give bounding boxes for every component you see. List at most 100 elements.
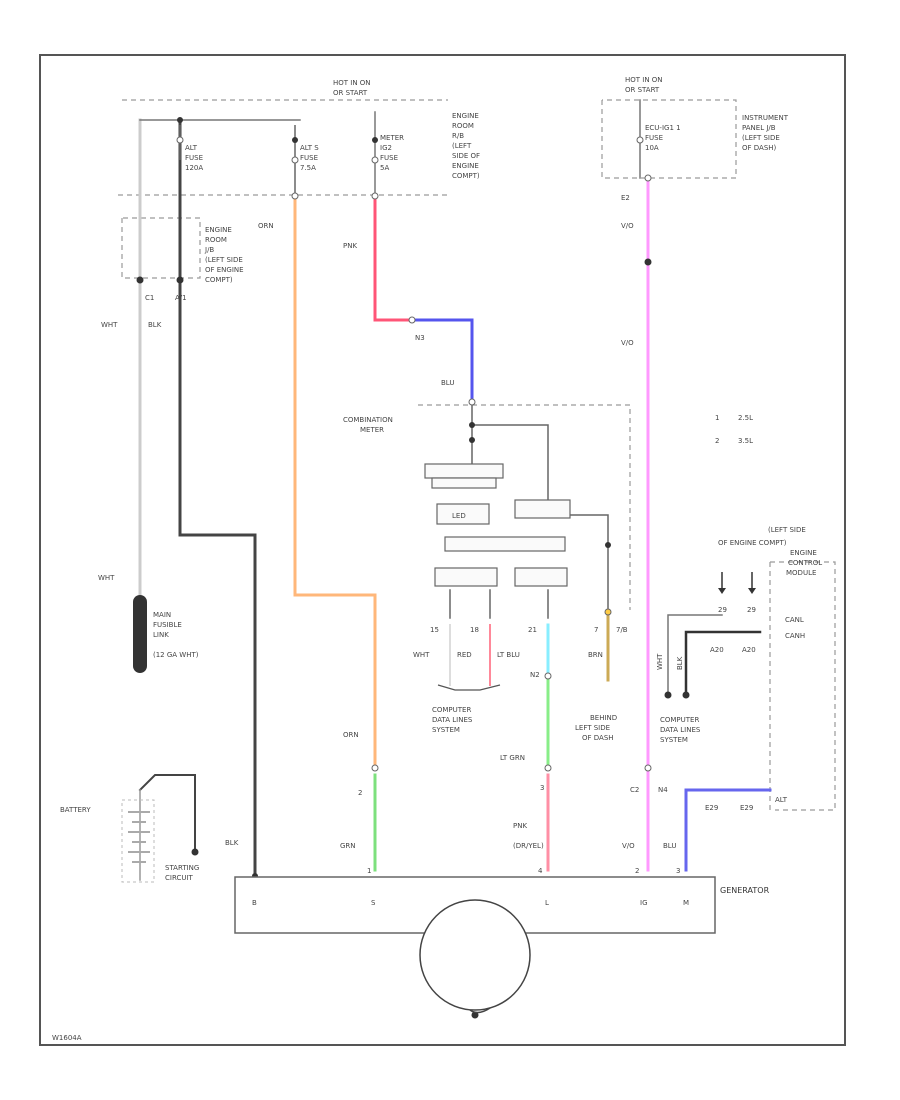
meter-fuse-l1: METER [380,134,404,142]
node-meter-2 [469,437,475,443]
wire-orn-bottom-label: ORN [343,731,359,739]
node-a1 [176,276,184,284]
node-c1 [136,276,144,284]
wire-vio-mid-label: V/O [621,339,634,347]
alts-fuse-l2: FUSE [300,154,318,162]
node-meter [372,137,378,143]
legend-1-text: 2.5L [738,414,753,422]
conn-meter-in [468,398,476,406]
conn-n3-label: N3 [415,334,425,342]
conn-brn [604,608,612,616]
meter-ic-top [424,463,504,479]
ecm-pin-29b: 29 [747,606,756,614]
wire-wht-data-label: WHT [413,651,430,659]
legend-2-text: 3.5L [738,437,753,445]
fusible-l2: FUSIBLE [153,621,182,629]
gen-term-l: L [545,899,549,907]
ecu-ig1-fuse [636,136,644,144]
wire-lt-blu-label: LT BLU [497,651,520,659]
jb-l5: OF ENGINE [205,266,244,274]
ecm-title-l2: CONTROL [788,559,822,567]
rb-l4: (LEFT [452,142,472,150]
conn-e2 [644,174,652,182]
wire-blk-label: BLK [148,321,162,329]
wire-wht-lower-label: WHT [98,574,115,582]
conn-lt-grn [544,764,552,772]
conn-n2-label: N2 [530,671,540,679]
wire-grn-label: GRN [340,842,356,850]
fusible-l4: (12 GA WHT) [153,651,199,659]
ipjb-l3: (LEFT SIDE [742,134,780,142]
generator-label: GENERATOR [720,886,770,895]
meter-fuse-l2: IG2 [380,144,392,152]
cdl2-l3: SYSTEM [660,736,688,744]
ecm-arrows [718,572,756,594]
ecm-pin-a20a: A20 [710,646,724,654]
cdl2-l1: COMPUTER [660,716,699,724]
wire-battery-start [138,774,196,851]
wire-blk-can-label: BLK [676,656,684,670]
conn-a1-label: A/1 [175,294,187,302]
gen-term-ig: IG [640,899,648,907]
meter-ic-left [434,567,498,587]
jb-l1: ENGINE [205,226,232,234]
conn-grn [371,764,379,772]
wire-wht-label: WHT [101,321,118,329]
main-fusible-link [133,595,147,673]
meter-fuse-l3: FUSE [380,154,398,162]
gen-term-b: B [252,899,257,907]
rb-l5: SIDE OF [452,152,480,160]
conn-orn [291,192,299,200]
node-meter-3 [605,542,611,548]
wire-blu-alt [684,788,772,872]
pin-18: 18 [470,626,479,634]
ecm-loc-l2: OF ENGINE COMPT) [718,539,787,547]
rb-l6: ENGINE [452,162,479,170]
wire-num-3: 3 [540,784,544,792]
ecm-canh: CANH [785,632,805,640]
wire-vio-top-label: V/O [621,222,634,230]
conn-n4-label: N4 [658,786,668,794]
ecm-title-l1: ENGINE [790,549,817,557]
alt-fuse-l3: 120A [185,164,203,172]
conn-pnk [371,192,379,200]
ecm-title-l3: MODULE [786,569,816,577]
ipjb-l4: OF DASH) [742,144,777,152]
node-alt-top [177,117,183,123]
instrument-panel-jb-box [601,99,737,179]
node-alts [292,137,298,143]
wire-lt-grn-label: LT GRN [500,754,525,762]
ecm-canl: CANL [785,616,804,624]
wire-pnk-l-l2: (DR/YEL) [513,842,544,850]
ecm-box [770,561,836,811]
starting-l1: STARTING [165,864,199,872]
wire-blu-bottom-label: BLU [663,842,676,850]
diagram-frame [39,54,846,1046]
cdl1-l1: COMPUTER [432,706,471,714]
wire-blk [178,118,257,879]
node-canh [682,691,690,699]
fusible-l3: LINK [153,631,169,639]
hot-in-on-label-left: HOT IN ON [333,79,371,87]
gen-term-s: S [371,899,376,907]
wire-pnk-l-l1: PNK [513,822,527,830]
gen-term-m: M [683,899,689,907]
ecm-alt: ALT [775,796,788,804]
ecm-pin-e29a: E29 [705,804,718,812]
ecu-fuse-l2: FUSE [645,134,663,142]
conn-lt-blu [544,672,552,680]
ecm-pin-a20b: A20 [742,646,756,654]
starting-l2: CIRCUIT [165,874,194,882]
ecm-pin-e29b: E29 [740,804,753,812]
fusible-l1: MAIN [153,611,171,619]
gen-pin-1: 1 [367,867,371,875]
combination-meter-box [418,404,631,610]
pin-7b: 7/B [616,626,628,634]
meter-fuse [371,156,379,164]
wire-canl [667,614,723,696]
legend-1-num: 1 [715,414,719,422]
ipjb-l2: PANEL J/B [742,124,776,132]
wire-brn-label: BRN [588,651,603,659]
wire-wht-can-label: WHT [656,653,664,670]
conn-vio [644,764,652,772]
